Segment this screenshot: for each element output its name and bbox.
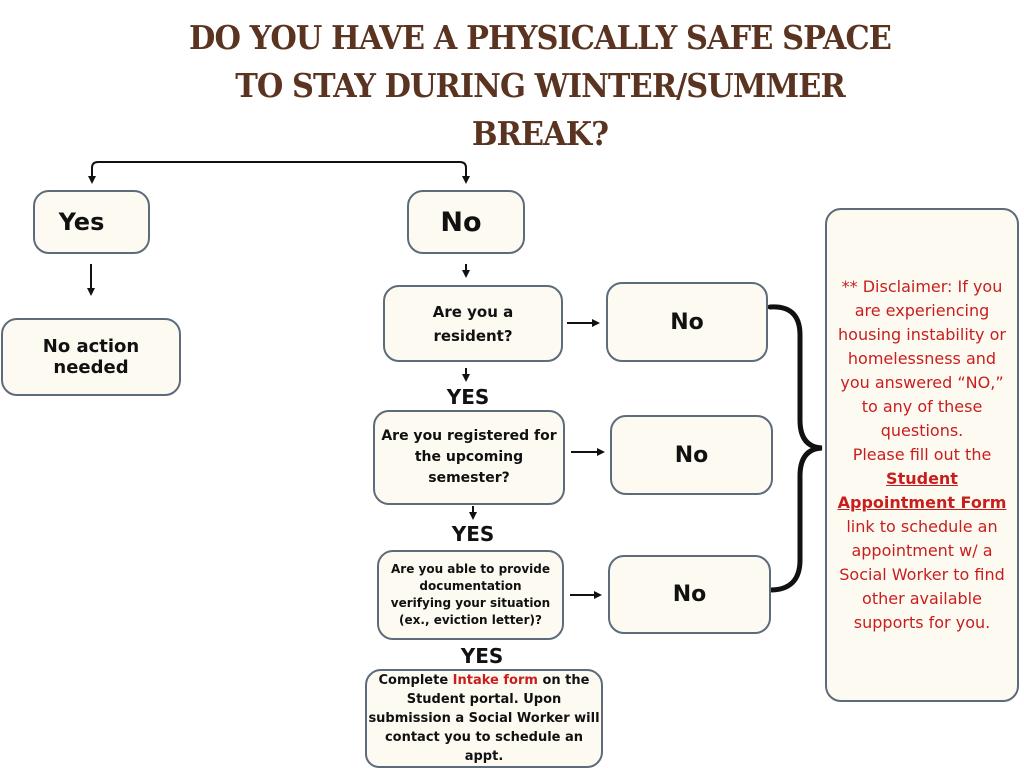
- answer-no-documentation-box: No: [608, 555, 771, 634]
- yes-label-documentation: YES: [460, 644, 504, 668]
- question-documentation-box: Are you able to provide documentation ve…: [377, 550, 564, 640]
- yes-label-registered: YES: [451, 522, 495, 546]
- yes-label: Yes: [58, 208, 105, 236]
- no-action-box: No action needed: [1, 318, 181, 396]
- disclaimer-box: ** Disclaimer: If you are experiencing h…: [825, 208, 1019, 702]
- no-branch-box: No: [407, 190, 525, 254]
- answer-no-resident-box: No: [606, 282, 768, 362]
- no-label: No: [440, 206, 482, 238]
- page-title: DO YOU HAVE A PHYSICALLY SAFE SPACE TO S…: [189, 18, 892, 153]
- question-resident-box: Are you a resident?: [383, 285, 563, 362]
- intake-instructions-box: Complete Intake form on the Student port…: [365, 669, 603, 768]
- yes-branch-box: Yes: [33, 190, 150, 254]
- no-action-label: No action needed: [42, 336, 140, 378]
- yes-label-resident: YES: [446, 385, 490, 409]
- question-registered-box: Are you registered for the upcoming seme…: [373, 410, 565, 505]
- disclaimer-text: ** Disclaimer: If you are experiencing h…: [838, 277, 1006, 440]
- brace: [767, 304, 823, 593]
- student-appointment-form-link[interactable]: Student Appointment Form: [837, 469, 1007, 512]
- intake-form-link[interactable]: Intake form: [452, 673, 538, 688]
- answer-no-registered-box: No: [610, 415, 773, 495]
